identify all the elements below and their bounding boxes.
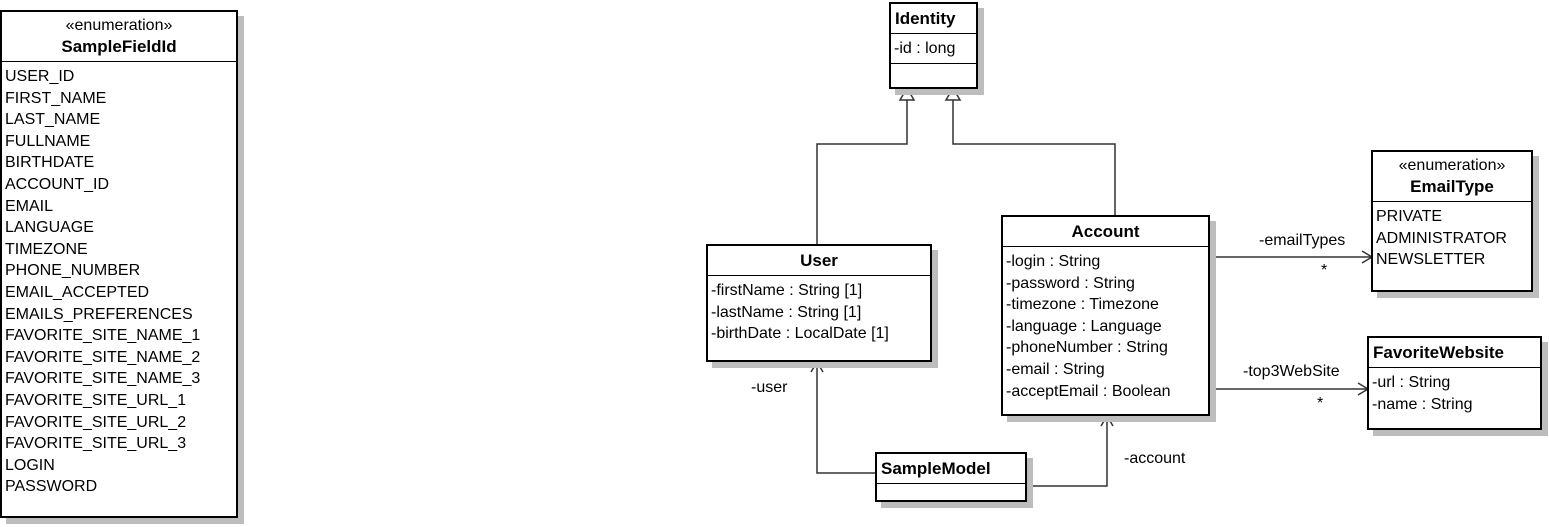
attribute: -id : long [894,40,956,57]
class-favorite-website[interactable]: FavoriteWebsite -url : String -name : St… [1367,336,1542,430]
class-header: User [708,246,930,276]
enum-literal: TIMEZONE [5,240,88,258]
stereotype-label: «enumeration» [1398,157,1506,174]
multiplicity-label-top3-web-site: * [1317,395,1324,412]
attribute: -password : String [1006,274,1135,292]
attribute: -acceptEmail : Boolean [1006,382,1171,400]
class-name: Identity [895,9,956,28]
class-account[interactable]: Account -login : String -password : Stri… [1001,215,1210,416]
class-name: User [800,251,838,270]
attribute-compartment: -login : String -password : String -time… [1003,247,1208,405]
role-label-email-types: -emailTypes [1259,232,1346,249]
attribute-compartment: -id : long [891,34,976,64]
attribute: -login : String [1006,253,1101,270]
enum-literal: FAVORITE_SITE_URL_2 [5,413,187,431]
attribute: -timezone : Timezone [1006,296,1159,314]
enum-literal: EMAILS_PREFERENCES [5,305,193,323]
generalization-account-identity [952,100,1116,216]
generalization-user-identity [816,100,908,245]
class-header: Account [1003,217,1208,247]
class-sample-model[interactable]: SampleModel [875,452,1027,502]
attribute: -email : String [1006,360,1105,378]
enum-literal: FAVORITE_SITE_NAME_2 [5,348,201,366]
class-identity[interactable]: Identity -id : long [889,2,978,89]
operation-compartment [891,64,976,83]
attribute: -phoneNumber : String [1006,339,1168,357]
attribute: -name : String [1372,395,1473,413]
literal-compartment: PRIVATE ADMINISTRATOR NEWSLETTER [1373,202,1531,274]
enum-literal: FULLNAME [5,132,91,150]
enum-literal: EMAIL_ACCEPTED [5,283,150,301]
attribute: -url : String [1372,374,1451,391]
class-header: SampleModel [877,454,1025,484]
attribute: -language : Language [1006,317,1162,335]
class-name: EmailType [1410,177,1494,196]
association-account [1026,416,1108,487]
attribute: -firstName : String [1] [711,282,863,299]
association-user [816,362,877,474]
generalization-arrowhead [898,86,916,101]
enum-literal: PHONE_NUMBER [5,262,141,280]
attribute: -lastName : String [1] [711,303,862,321]
stereotype-label: «enumeration» [65,17,173,34]
enum-literal: EMAIL [5,197,54,215]
attribute-compartment [877,484,1025,503]
enum-literal: LOGIN [5,456,55,474]
attribute-compartment: -url : String -name : String [1369,368,1540,418]
class-name: FavoriteWebsite [1373,343,1505,362]
class-name: SampleModel [881,459,991,478]
enum-literal: PRIVATE [1376,208,1443,225]
class-header: FavoriteWebsite [1369,338,1540,368]
multiplicity-label-email-types: * [1321,262,1328,279]
enum-literal: FAVORITE_SITE_URL_1 [5,391,187,409]
enum-literal: NEWSLETTER [1376,251,1486,269]
enum-literal: FAVORITE_SITE_NAME_1 [5,327,201,345]
literal-compartment: USER_ID FIRST_NAME LAST_NAME FULLNAME BI… [2,62,236,501]
generalization-arrowhead [944,86,962,101]
class-header: Identity [891,4,976,34]
attribute-compartment: -firstName : String [1] -lastName : Stri… [708,276,930,348]
class-header: «enumeration» SampleFieldId [2,12,236,62]
association-arrowhead [810,360,824,373]
role-label-user: -user [751,379,788,396]
class-header: «enumeration» EmailType [1373,152,1531,202]
enum-literal: FIRST_NAME [5,89,107,107]
attribute: -birthDate : LocalDate [1] [711,325,889,343]
class-name: Account [1071,222,1140,241]
enum-literal: PASSWORD [5,478,98,496]
enum-literal: ADMINISTRATOR [1376,229,1507,247]
enum-literal: ACCOUNT_ID [5,175,110,193]
enum-literal: USER_ID [5,68,75,85]
class-name: SampleFieldId [61,37,177,56]
class-user[interactable]: User -firstName : String [1] -lastName :… [706,244,932,362]
enum-literal: FAVORITE_SITE_URL_3 [5,435,187,453]
enum-literal: FAVORITE_SITE_NAME_3 [5,370,201,388]
enum-literal: BIRTHDATE [5,154,95,172]
class-sample-field-id[interactable]: «enumeration» SampleFieldId USER_ID FIRS… [0,10,238,518]
enum-literal: LANGUAGE [5,219,94,237]
association-arrowhead [1100,414,1114,427]
enum-literal: LAST_NAME [5,111,101,129]
role-label-top3-web-site: -top3WebSite [1243,363,1340,380]
class-email-type[interactable]: «enumeration» EmailType PRIVATE ADMINIST… [1371,150,1533,292]
role-label-account: -account [1124,450,1186,467]
